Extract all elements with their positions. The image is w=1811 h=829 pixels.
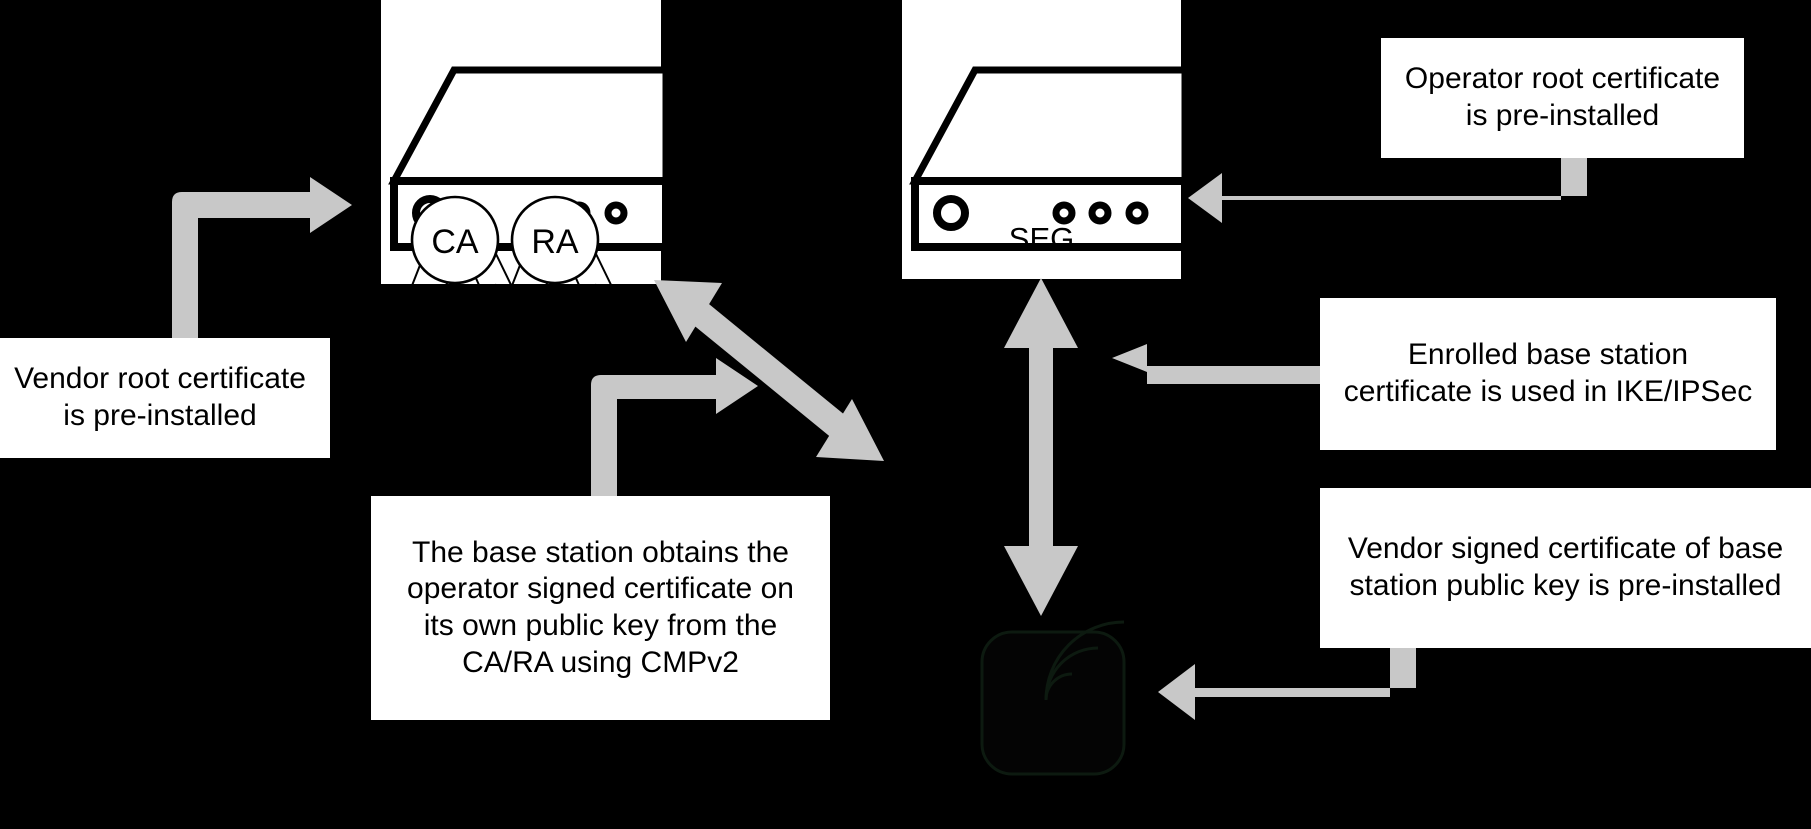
seg-power-led-icon (933, 195, 969, 231)
wireless-arc-large-icon (1044, 620, 1125, 701)
ca-seal-label: CA (431, 223, 479, 261)
vendor-signed-certificate-text: Vendor signed certificate of base statio… (1347, 532, 1784, 602)
seg-device (909, 66, 1189, 251)
arrow-operator-root-to-seg (1188, 158, 1587, 223)
arrow-seg-to-radio-vertical (1004, 278, 1078, 616)
operator-root-certificate-text: Operator root certificate is pre-install… (1404, 62, 1721, 132)
cmpv2-enrolment-text: The base station obtains the operator si… (407, 535, 794, 679)
vendor-root-certificate-callout: Vendor root certificate is pre-installed (0, 338, 330, 458)
vendor-signed-certificate-callout: Vendor signed certificate of base statio… (1320, 488, 1811, 648)
seg-label: SEG (1008, 221, 1075, 256)
cmpv2-enrolment-callout: The base station obtains the operator si… (371, 496, 830, 720)
arrow-base-station-to-seg-diagonal (654, 280, 884, 461)
seg-top-wedge-icon (909, 66, 1189, 185)
arrow-cmpv2-callout-to-link (591, 358, 758, 496)
server-top-wedge-icon (388, 66, 670, 185)
seg-status-led-3-icon (1125, 201, 1149, 225)
ca-seal-circle-icon (410, 195, 500, 285)
seg-status-led-1-icon (1052, 201, 1076, 225)
ra-seal-circle-icon (510, 195, 600, 285)
server-status-led-3-icon (604, 201, 628, 225)
arrow-vendor-root-to-base-station (172, 177, 352, 338)
enrolled-base-station-certificate-text: Enrolled base station certificate is use… (1343, 338, 1753, 408)
ra-seal-label: RA (531, 223, 579, 261)
seg-status-led-2-icon (1088, 201, 1112, 225)
arrow-vendor-signed-to-radio (1158, 648, 1416, 720)
arrow-enrolled-cert-to-seg (1112, 344, 1320, 384)
enrolled-base-station-certificate-callout: Enrolled base station certificate is use… (1320, 298, 1776, 450)
operator-root-certificate-callout: Operator root certificate is pre-install… (1381, 38, 1744, 158)
wireless-unit-icon (980, 620, 1126, 776)
base-station-panel-bottom-mask (381, 284, 661, 324)
wireless-unit-body-icon (980, 630, 1126, 776)
vendor-root-certificate-text: Vendor root certificate is pre-installed (14, 362, 306, 432)
